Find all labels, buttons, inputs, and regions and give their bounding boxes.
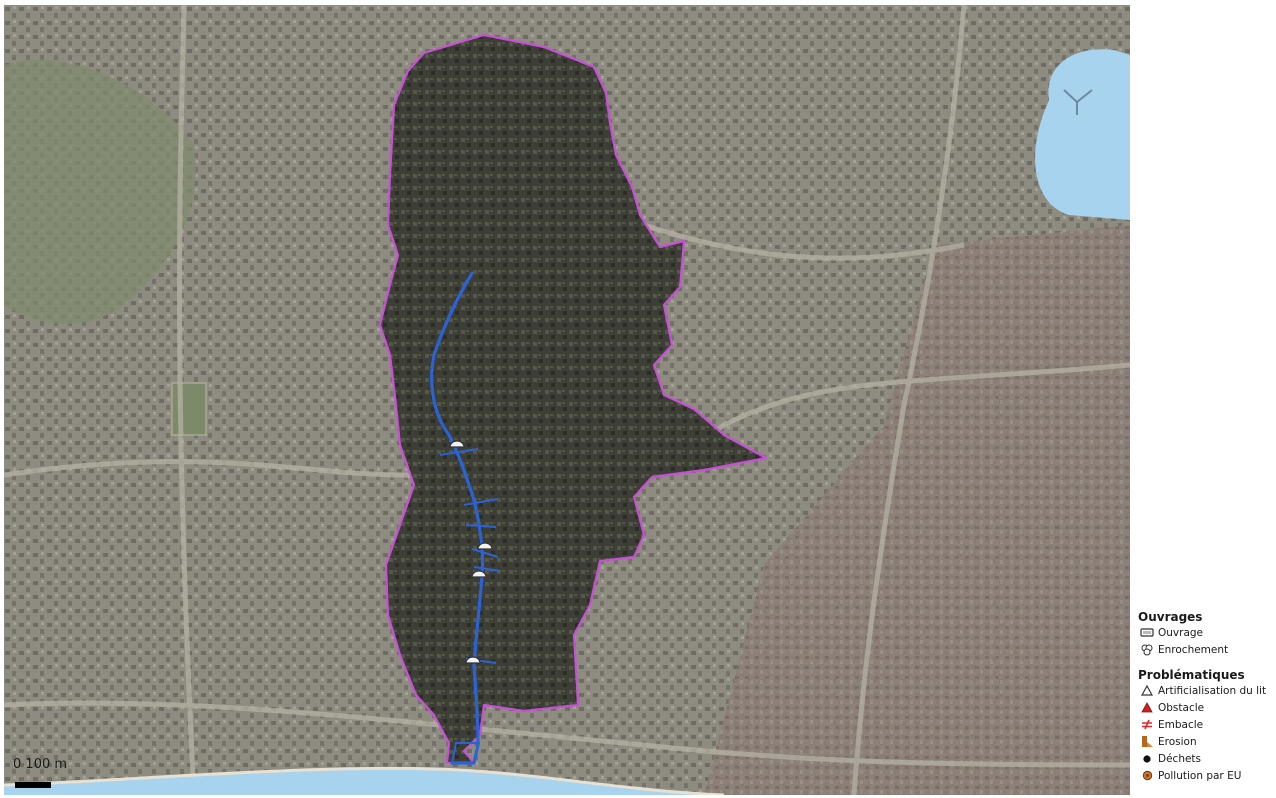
legend-label: Artificialisation du lit bbox=[1158, 684, 1267, 697]
scale-distance: 100 m bbox=[25, 757, 68, 772]
dense-city bbox=[704, 225, 1130, 795]
red-triangle-icon bbox=[1138, 701, 1156, 715]
not-equal-icon bbox=[1138, 718, 1156, 732]
watershed-area bbox=[378, 33, 768, 765]
river-branch bbox=[451, 742, 480, 764]
lake-south bbox=[4, 768, 724, 795]
map-legend: Ouvrages Ouvrage Enrochement Problématiq… bbox=[1138, 608, 1276, 784]
legend-heading-problematiques: Problématiques bbox=[1138, 668, 1245, 682]
legend-heading-ouvrages: Ouvrages bbox=[1138, 610, 1203, 624]
river-line bbox=[430, 271, 485, 765]
black-dot-icon bbox=[1138, 752, 1156, 766]
erosion-icon bbox=[1138, 735, 1156, 749]
lake-ne bbox=[1035, 49, 1130, 220]
legend-label: Embacle bbox=[1158, 718, 1204, 731]
legend-item-pollution: Pollution par EU bbox=[1138, 767, 1276, 784]
rockfill-icon bbox=[1138, 643, 1156, 657]
legend-item-enrochement: Enrochement bbox=[1138, 641, 1276, 658]
scale-label: 0 100 m bbox=[13, 757, 67, 772]
sports-field bbox=[171, 382, 207, 436]
legend-label: Ouvrage bbox=[1158, 626, 1204, 639]
map-svg bbox=[4, 5, 1130, 795]
scale-bar bbox=[15, 782, 51, 788]
culvert-icon bbox=[1138, 626, 1156, 640]
legend-item-artificialisation: Artificialisation du lit bbox=[1138, 682, 1276, 699]
legend-label: Obstacle bbox=[1158, 701, 1205, 714]
legend-label: Déchets bbox=[1158, 752, 1202, 765]
legend-item-dechets: Déchets bbox=[1138, 750, 1276, 767]
green-area bbox=[4, 59, 196, 324]
legend-label: Pollution par EU bbox=[1158, 769, 1242, 782]
legend-item-ouvrage: Ouvrage bbox=[1138, 624, 1276, 641]
map-canvas[interactable]: 0 100 m bbox=[4, 5, 1130, 795]
legend-label: Enrochement bbox=[1158, 643, 1229, 656]
jetty-icon bbox=[1063, 89, 1093, 115]
brown-dot-icon bbox=[1138, 769, 1156, 783]
culvert-markers bbox=[449, 440, 493, 664]
shore-line bbox=[4, 766, 725, 795]
legend-item-embacle: Embacle bbox=[1138, 716, 1276, 733]
scale-zero: 0 bbox=[13, 757, 22, 772]
rockfill-markers bbox=[439, 448, 501, 664]
triangle-outline-icon bbox=[1138, 684, 1156, 698]
legend-item-erosion: Erosion bbox=[1138, 733, 1276, 750]
legend-item-obstacle: Obstacle bbox=[1138, 699, 1276, 716]
legend-label: Erosion bbox=[1158, 735, 1197, 748]
